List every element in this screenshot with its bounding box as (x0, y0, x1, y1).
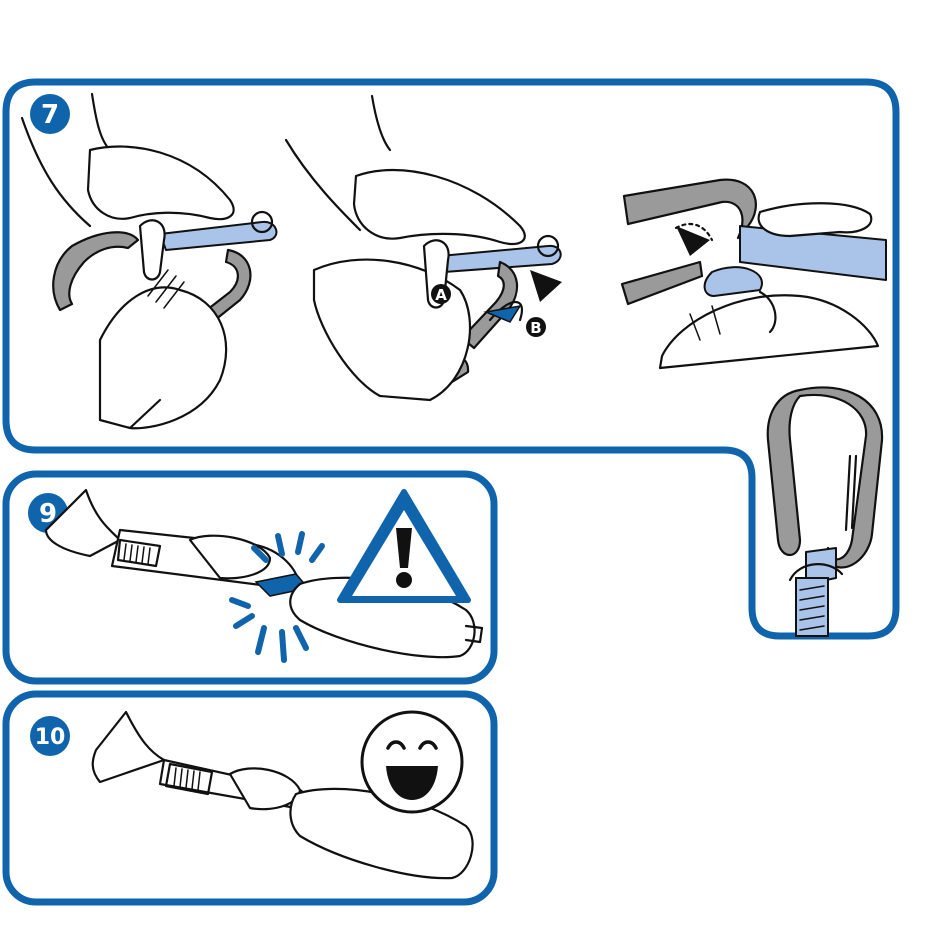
marker-b: B (526, 317, 546, 337)
svg-text:10: 10 (35, 725, 66, 750)
step-7-panel-c (622, 180, 886, 368)
svg-text:7: 7 (41, 100, 59, 130)
step-7-panel-b: A B (286, 96, 562, 400)
marker-a: A (431, 284, 451, 304)
carabiner-left (53, 232, 138, 310)
sling-a (160, 222, 276, 250)
svg-text:B: B (530, 319, 541, 337)
step-10-badge: 10 (30, 716, 70, 756)
step-7-panel-a (22, 94, 276, 428)
step-10-illustration (93, 712, 473, 878)
carabiner-closeup (624, 180, 756, 238)
warning-triangle-icon (340, 492, 468, 600)
svg-text:A: A (435, 286, 447, 304)
step-9-illustration (46, 490, 482, 660)
hand-upper (88, 147, 234, 220)
carabiner-clipped (768, 387, 882, 636)
step-7-badge: 7 (30, 94, 70, 134)
direction-arrow-icon (530, 270, 562, 302)
smiley-face-icon (362, 712, 462, 812)
